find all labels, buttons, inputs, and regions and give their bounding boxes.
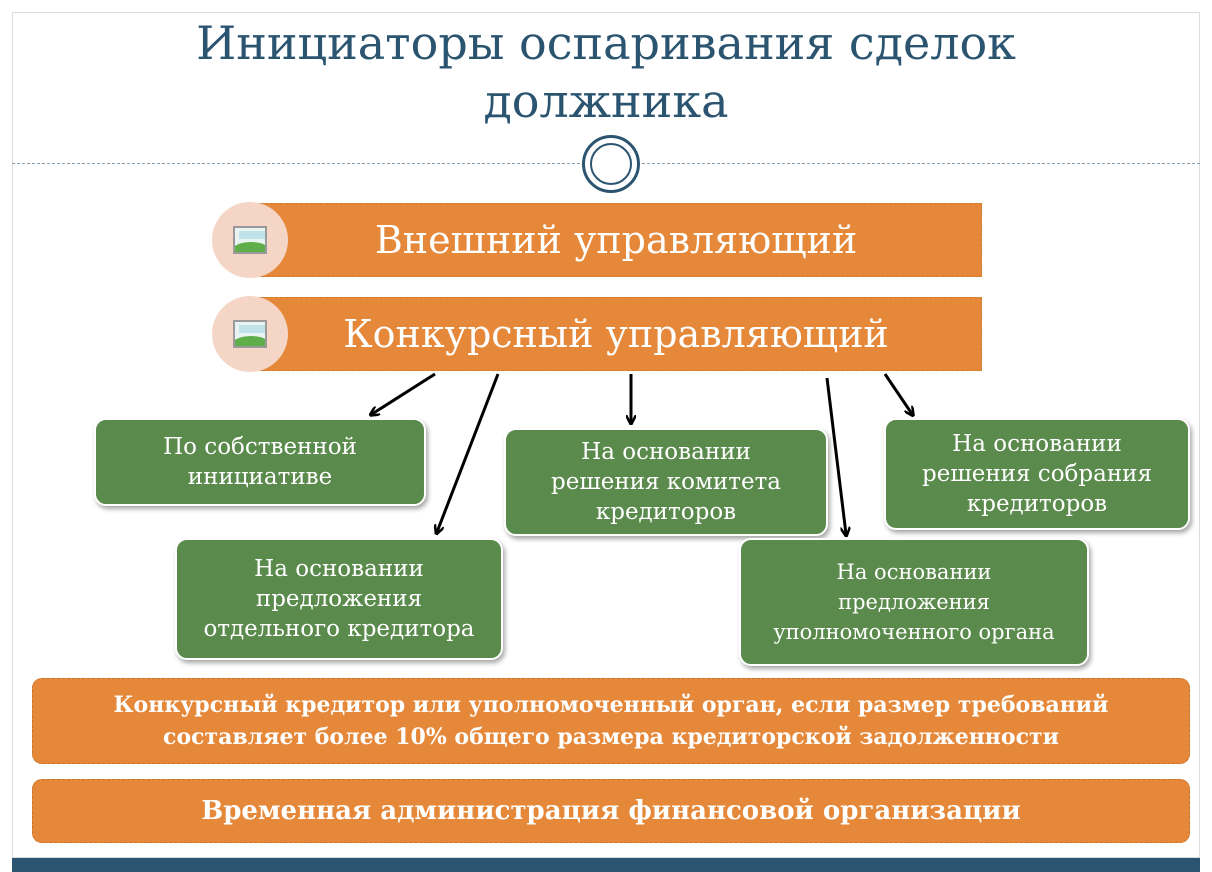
banner-icon-bankruptcy <box>212 296 288 372</box>
arrow-meeting-decision <box>883 373 912 414</box>
box-temp-admin-label: Временная администрация финансовой орган… <box>201 796 1021 826</box>
arrow-authority-proposal <box>825 377 846 534</box>
arrow-own-initiative <box>372 372 436 414</box>
box-committee-decision-label: На основании решения комитета кредиторов <box>550 439 782 525</box>
circle-ornament-inner <box>590 143 632 185</box>
slide-title: Инициаторы оспаривания сделок должника <box>20 14 1192 130</box>
banner-external-manager: Внешний управляющий <box>250 203 982 277</box>
banner-icon-external <box>212 202 288 278</box>
box-authority-proposal: На основании предложения уполномоченного… <box>739 538 1089 666</box>
banner-external-label: Внешний управляющий <box>374 218 858 262</box>
box-creditor-proposal: На основании предложения отдельного кред… <box>175 538 503 660</box>
picture-icon <box>233 226 267 254</box>
box-authority-proposal-label: На основании предложения уполномоченного… <box>773 560 1055 644</box>
box-meeting-decision-label: На основании решения собрания кредиторов <box>922 431 1152 517</box>
box-own-initiative-label: По собственной инициативе <box>163 434 357 490</box>
picture-icon <box>233 320 267 348</box>
box-creditor-proposal-label: На основании предложения отдельного кред… <box>203 556 475 642</box>
banner-bankruptcy-manager: Конкурсный управляющий <box>250 297 982 371</box>
circle-ornament-icon <box>582 135 640 193</box>
bottom-accent-bar <box>12 858 1200 872</box>
title-line-1: Инициаторы оспаривания сделок <box>196 16 1016 70</box>
box-temp-admin: Временная администрация финансовой орган… <box>32 779 1190 843</box>
title-line-2: должника <box>483 74 729 128</box>
box-creditor-condition-label: Конкурсный кредитор или уполномоченный о… <box>113 692 1109 750</box>
box-committee-decision: На основании решения комитета кредиторов <box>504 428 828 536</box>
slide-frame <box>12 12 1200 858</box>
banner-bankruptcy-label: Конкурсный управляющий <box>343 312 889 356</box>
box-creditor-condition: Конкурсный кредитор или уполномоченный о… <box>32 678 1190 764</box>
box-own-initiative: По собственной инициативе <box>94 418 426 506</box>
box-meeting-decision: На основании решения собрания кредиторов <box>884 418 1190 530</box>
arrow-creditor-proposal <box>437 373 500 532</box>
